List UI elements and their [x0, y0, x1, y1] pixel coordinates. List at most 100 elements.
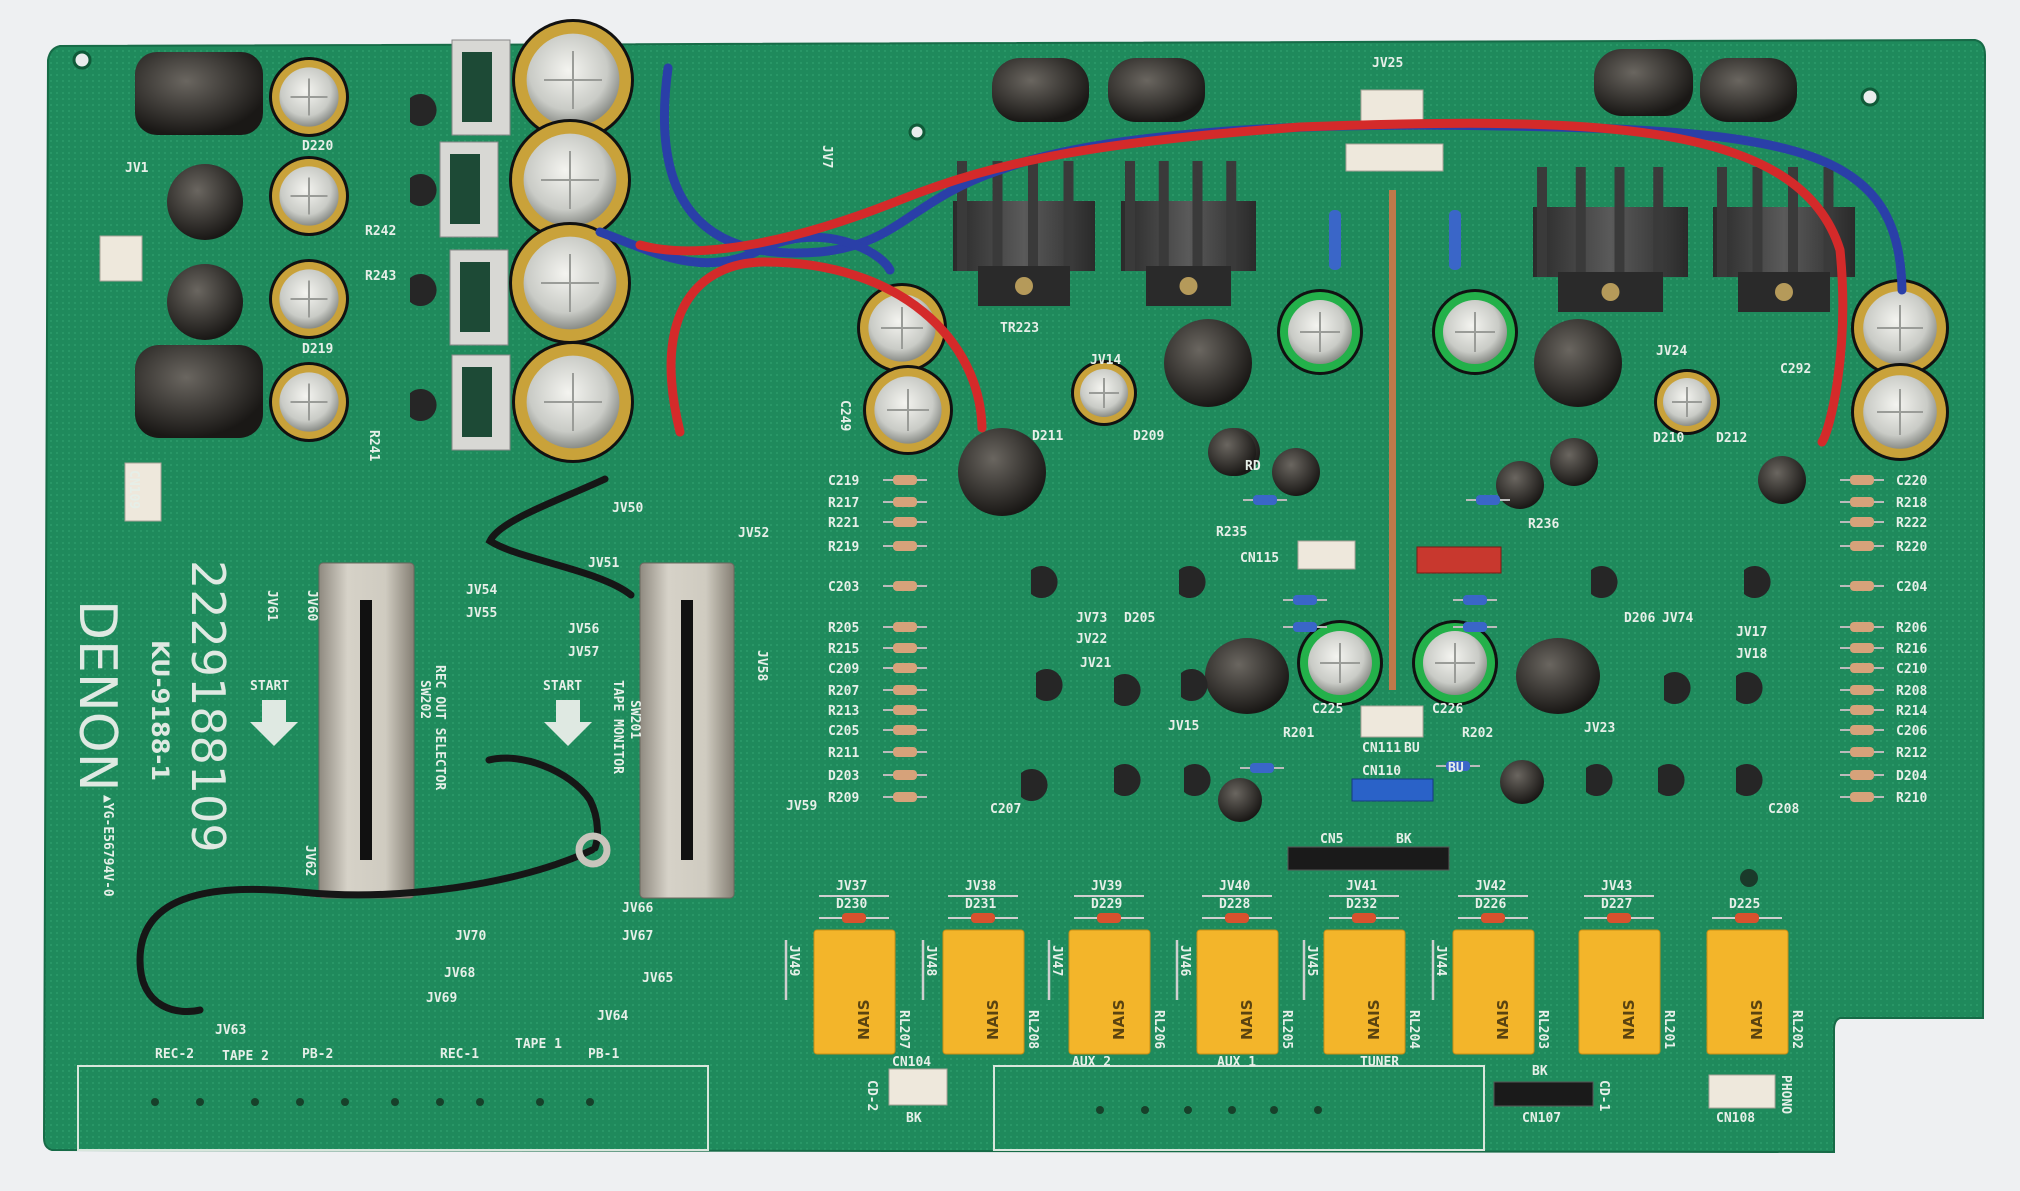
solder-hole — [341, 1098, 349, 1106]
part-label: R209 — [828, 791, 859, 806]
cn115-connector[interactable] — [1297, 540, 1356, 570]
diode — [1607, 913, 1631, 923]
resistor — [1850, 517, 1874, 527]
relay-ref-label: RL203 — [1535, 1010, 1550, 1049]
cn115-label: CN115 — [1240, 551, 1279, 566]
diode — [1735, 913, 1759, 923]
solder-hole — [296, 1098, 304, 1106]
tape-monitor-label: TAPE MONITOR — [610, 680, 625, 774]
resistor — [1850, 685, 1874, 695]
part-number: 2229188109 — [181, 560, 235, 853]
transistor — [410, 274, 437, 306]
part-label: R222 — [1896, 516, 1927, 531]
ul-code: ▲YG-E56794V-0 — [100, 795, 115, 897]
jv70-label: JV70 — [455, 929, 486, 944]
resistor — [1850, 581, 1874, 591]
transistor — [1184, 763, 1211, 797]
cn108-connector[interactable] — [1708, 1074, 1776, 1109]
diode-label: D228 — [1219, 897, 1250, 912]
jv7-label: JV7 — [819, 145, 834, 168]
film-capacitor — [1108, 58, 1205, 122]
capacitor-vent — [544, 51, 602, 109]
cn107-connector[interactable] — [1493, 1081, 1594, 1107]
top-connector[interactable] — [1360, 89, 1424, 123]
capacitors — [857, 279, 1949, 822]
d212-label: D212 — [1716, 431, 1747, 446]
transistor — [1031, 566, 1058, 598]
resistors — [883, 210, 1884, 802]
tuner-label: TUNER — [1360, 1055, 1399, 1070]
jumper-label: JV38 — [965, 879, 996, 894]
heatsink-fin — [1063, 161, 1074, 271]
film-capacitor — [992, 58, 1089, 122]
tape-monitor-switch[interactable] — [639, 562, 735, 899]
resistor — [893, 497, 917, 507]
resistor — [893, 581, 917, 591]
heatsink-base — [953, 201, 1095, 271]
resistor — [893, 663, 917, 673]
diode — [1352, 913, 1376, 923]
transistor — [1586, 763, 1613, 797]
resistor — [1329, 210, 1341, 270]
relay-brand-label: NAIS — [1748, 999, 1766, 1040]
d220-label: D220 — [302, 139, 333, 154]
cn104-connector[interactable] — [888, 1068, 948, 1106]
tr223-label: TR223 — [1000, 321, 1039, 336]
part-label: C205 — [828, 724, 859, 739]
jv67-label: JV67 — [622, 929, 653, 944]
rec-out-selector-label: REC OUT SELECTOR — [432, 665, 447, 790]
heatsink-fin — [1653, 167, 1664, 277]
resistor — [893, 685, 917, 695]
cn202-connector[interactable] — [99, 235, 143, 282]
sw202-label: SW202 — [417, 680, 432, 719]
cn5-connector[interactable] — [1287, 846, 1450, 871]
heatsink-fin — [992, 161, 1003, 271]
part-label: C210 — [1896, 662, 1927, 677]
relay-brand-label: NAIS — [1365, 999, 1383, 1040]
resistor — [1449, 210, 1461, 270]
heatsink-fin — [1158, 161, 1169, 271]
jv54-label: JV54 — [466, 583, 497, 598]
part-label: C209 — [828, 662, 859, 677]
phono-label: PHONO — [1778, 1075, 1793, 1114]
resistor — [1463, 622, 1487, 632]
bk-label: BK — [1396, 832, 1412, 847]
rec-out-selector-switch[interactable] — [318, 562, 415, 899]
large-electrolytic-capacitors — [509, 19, 634, 463]
cn104-label: CN104 — [892, 1055, 931, 1070]
bk-label: BK — [1532, 1064, 1548, 1079]
jv50-label: JV50 — [612, 501, 643, 516]
jv17-label: JV17 — [1736, 625, 1767, 640]
copper-shield-bar — [1389, 190, 1396, 690]
solder-hole — [1270, 1106, 1278, 1114]
relay-ref-label: RL208 — [1025, 1010, 1040, 1049]
cn110-connector[interactable] — [1351, 778, 1434, 802]
heatsink-fin — [1192, 161, 1203, 271]
resistor — [1850, 705, 1874, 715]
jumper-label: JV45 — [1304, 945, 1319, 976]
jv14-label: JV14 — [1090, 353, 1121, 368]
electrolytic-capacitor — [1550, 438, 1598, 486]
heatsink-fin — [1125, 161, 1135, 271]
jv60-label: JV60 — [304, 590, 319, 621]
start-label: START — [250, 679, 289, 694]
diode — [1481, 913, 1505, 923]
transistor — [1114, 673, 1141, 706]
part-label: R216 — [1896, 642, 1927, 657]
cn109-connector[interactable] — [124, 462, 162, 522]
cn107-label: CN107 — [1522, 1111, 1561, 1126]
cn111-connector[interactable] — [1360, 705, 1424, 738]
jv55-label: JV55 — [466, 606, 497, 621]
resistor — [1850, 747, 1874, 757]
top-connector[interactable] — [1345, 143, 1444, 172]
red-connector[interactable] — [1416, 546, 1502, 574]
part-label: C220 — [1896, 474, 1927, 489]
resistor — [1476, 495, 1500, 505]
red-wire — [635, 118, 1848, 447]
mounting-holes — [72, 50, 1880, 141]
transistor — [1664, 671, 1691, 704]
rec1-label: REC-1 — [440, 1047, 479, 1062]
